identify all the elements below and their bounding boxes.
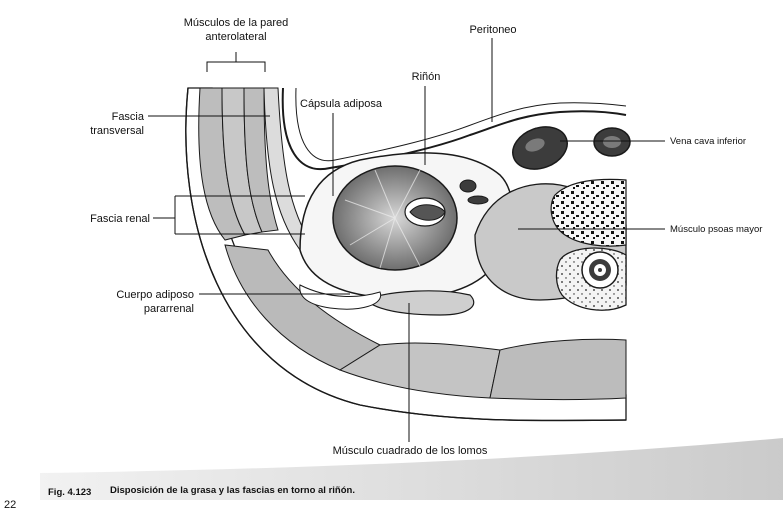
- quadratus-lumborum-muscle: [363, 290, 475, 316]
- label-vena-cava: Vena cava inferior: [670, 136, 746, 147]
- label-cuadrado-lomos: Músculo cuadrado de los lomos: [333, 445, 488, 457]
- caption-banner: Fig. 4.123 Disposición de la grasa y las…: [40, 438, 783, 500]
- label-fascia-transversal-1: Fascia: [112, 111, 145, 123]
- kidney: [332, 165, 489, 271]
- label-capsula-adiposa: Cápsula adiposa: [300, 98, 383, 110]
- label-fascia-renal: Fascia renal: [90, 213, 150, 225]
- label-musculos-pared-1: Músculos de la pared: [184, 17, 289, 29]
- label-rinon: Riñón: [412, 71, 441, 83]
- label-cuerpo-adiposo-1: Cuerpo adiposo: [116, 289, 194, 301]
- label-fascia-transversal-2: transversal: [90, 125, 144, 137]
- label-cuerpo-adiposo-2: pararrenal: [144, 303, 194, 315]
- label-musculos-pared-2: anterolateral: [205, 31, 266, 43]
- aorta: [593, 127, 631, 157]
- caption-text: Disposición de la grasa y las fascias en…: [110, 485, 355, 496]
- vena-cava: [512, 126, 568, 170]
- spinal-cord: [555, 247, 627, 311]
- label-musculo-psoas: Músculo psoas mayor: [670, 224, 762, 235]
- caption-number: Fig. 4.123: [48, 487, 91, 498]
- body-wall: [185, 87, 627, 422]
- page-number: 22: [4, 499, 16, 511]
- pararenal-fat-body: [299, 284, 382, 310]
- label-peritoneo: Peritoneo: [469, 24, 516, 36]
- peritoneum-line: [281, 87, 627, 171]
